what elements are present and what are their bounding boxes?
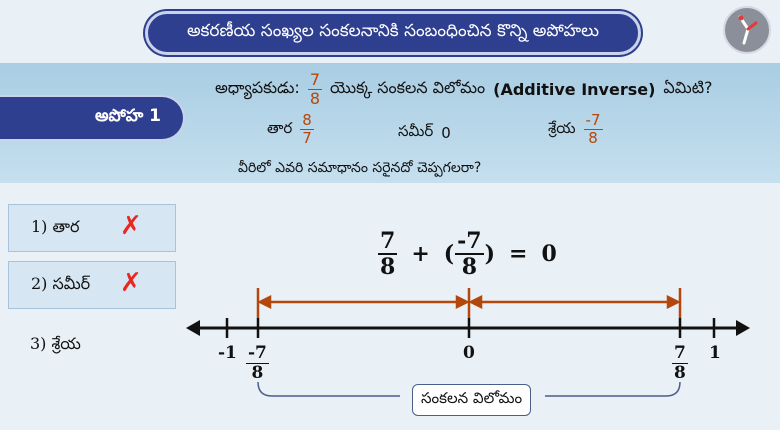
fraction-numerator: 7 (378, 228, 398, 255)
equation-fraction-a: 7 8 (378, 228, 398, 280)
fraction-denominator: 8 (380, 254, 396, 280)
wrong-mark-icon: ✗ (120, 268, 142, 298)
student-name: తార (267, 118, 293, 137)
arrow-head-icon (257, 294, 272, 310)
title-bar: అకరణీయ సంఖ్యల సంకలనానికి సంబంధించిన కొన్… (0, 0, 780, 58)
misconception-tab: అపోహ 1 (0, 95, 185, 141)
fraction-denominator: 8 (309, 89, 320, 108)
arrow-head-icon (666, 294, 681, 310)
inverse-brace (257, 381, 681, 397)
student-answer-shreya: శ్రేయ -7 8 (548, 113, 603, 146)
fraction-numerator: -7 (246, 343, 269, 364)
tick-label-plus-1: 1 (709, 343, 721, 363)
equals-sign: = (509, 241, 528, 267)
close-paren: ) (484, 241, 496, 267)
fraction-denominator: 8 (588, 129, 598, 147)
fraction-numerator: -7 (583, 111, 603, 130)
brand-logo-icon (723, 6, 771, 54)
question-fraction: 7 8 (307, 70, 322, 108)
additive-inverse-label: సంకలన విలోమం (412, 384, 532, 416)
question-english: (Additive Inverse) (493, 80, 656, 99)
option-2[interactable]: 2) సమీర్ (8, 261, 176, 309)
prompt-question: వీరిలో ఎవరి సమాధానం సరైనదో చెప్పగలరా? (238, 160, 482, 176)
distance-arrows (256, 288, 682, 318)
option-label: 2) సమీర్ (31, 273, 91, 293)
option-1[interactable]: 1) తార (8, 204, 176, 252)
student-answer-tara: తార 8 7 (267, 113, 314, 146)
equation-paren-group: ( -7 8 ) (444, 230, 495, 278)
fraction-denominator: 8 (461, 254, 478, 280)
tick-label-zero: 0 (463, 343, 475, 363)
plus-sign: + (411, 241, 430, 267)
fraction-numerator: 7 (307, 70, 322, 90)
student-name: శ్రేయ (548, 118, 576, 137)
arrow-head-icon (455, 294, 470, 310)
open-paren: ( (443, 241, 455, 267)
fraction-numerator: 7 (672, 343, 688, 364)
equation: 7 8 + ( -7 8 ) = 0 (378, 230, 557, 278)
answer-value: 0 (441, 124, 451, 142)
arrow-head-icon (468, 294, 483, 310)
fraction-numerator: -7 (455, 228, 484, 255)
tick-label-minus-7-8: -7 8 (246, 345, 269, 382)
student-answer-sameer: సమీర్ 0 (398, 122, 451, 144)
tick-label-plus-7-8: 7 8 (672, 345, 688, 382)
teacher-question: అధ్యాపకుడు: 7 8 యొక్క సంకలన విలోమం (Addi… (215, 72, 713, 107)
fraction-denominator: 7 (302, 129, 312, 147)
speaker-label: అధ్యాపకుడు: (215, 78, 300, 97)
fraction-numerator: 8 (300, 111, 314, 130)
fraction-denominator: 8 (674, 363, 686, 383)
answer-fraction: 8 7 (300, 113, 314, 146)
student-name: సమీర్ (398, 122, 434, 140)
question-ending: ఏమిటి? (663, 78, 713, 97)
fraction-denominator: 8 (251, 363, 264, 383)
axis-right-arrow-icon (736, 320, 750, 336)
option-label: 1) తార (31, 216, 80, 236)
answer-fraction: -7 8 (583, 111, 603, 147)
option-label: 3) శ్రేయ (30, 334, 81, 353)
tick-label-minus-1: -1 (218, 343, 237, 363)
equation-result: 0 (541, 241, 557, 267)
page-title: అకరణీయ సంఖ్యల సంకలనానికి సంబంధించిన కొన్… (145, 11, 641, 55)
equation-fraction-b: -7 8 (455, 228, 484, 280)
wrong-mark-icon: ✗ (120, 211, 142, 241)
option-3[interactable]: 3) శ్రేయ (30, 334, 81, 357)
question-text: యొక్క సంకలన విలోమం (330, 78, 486, 97)
axis-left-arrow-icon (186, 320, 200, 336)
